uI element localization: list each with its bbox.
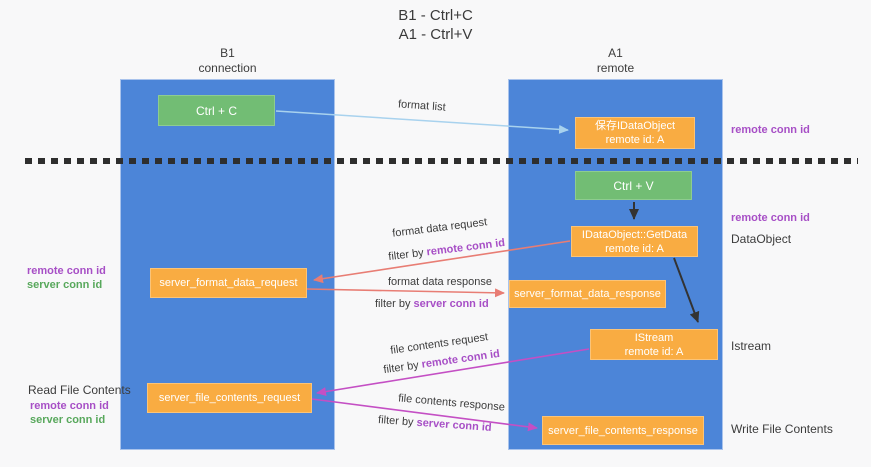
node-save-idataobject-line2: remote id: A <box>605 134 665 146</box>
node-server-file-contents-request-label: server_file_contents_request <box>158 392 301 404</box>
node-server-file-contents-response: server_file_contents_response <box>542 416 704 445</box>
filter-by-text: filter by <box>377 414 417 429</box>
label-format-data-response: format data response <box>388 276 492 288</box>
remote-conn-id-text: remote conn id <box>30 400 109 412</box>
annotation-istream: Istream <box>731 339 772 353</box>
remote-conn-id-text: remote conn id <box>420 347 501 371</box>
node-idataobject-getdata: IDataObject::GetData remote id: A <box>571 226 698 257</box>
remote-conn-id-text: remote conn id <box>27 265 106 277</box>
node-ctrl-c: Ctrl + C <box>158 95 275 126</box>
label-file-contents-response: file contents response <box>397 392 506 414</box>
node-server-format-data-request: server_format_data_request <box>150 268 307 298</box>
label-filter-server-format: filter by server conn id <box>375 298 489 310</box>
arrow-format-data-response <box>306 288 505 298</box>
node-ctrl-v-label: Ctrl + V <box>613 178 654 193</box>
label-filter-server-file: filter by server conn id <box>378 414 492 434</box>
node-istream-line1: IStream <box>634 331 674 344</box>
node-server-format-data-response-label: server_format_data_response <box>514 288 661 300</box>
node-server-file-contents-request: server_file_contents_request <box>147 383 312 413</box>
node-getdata-line1: IDataObject::GetData <box>581 228 688 241</box>
column-header-b1: B1 connection <box>120 46 335 76</box>
title-line-1: B1 - Ctrl+C <box>398 7 473 24</box>
annotation-conn-ids-file: remote conn id server conn id <box>30 399 109 427</box>
remote-conn-id-text: remote conn id <box>425 236 506 259</box>
label-format-list: format list <box>397 98 447 114</box>
node-server-file-contents-response-label: server_file_contents_response <box>548 424 698 437</box>
node-server-format-data-response: server_format_data_response <box>509 280 666 308</box>
title-line-2: A1 - Ctrl+V <box>398 26 473 43</box>
annotation-remote-conn-id-top: remote conn id <box>731 124 810 136</box>
server-conn-id-text: server conn id <box>413 298 489 310</box>
column-a1-name: A1 <box>608 46 623 60</box>
node-ctrl-c-label: Ctrl + C <box>195 103 237 118</box>
column-b1-name: B1 <box>220 46 235 60</box>
column-b1-role: connection <box>198 61 257 75</box>
server-conn-id-text: server conn id <box>30 414 106 426</box>
node-istream: IStream remote id: A <box>590 329 718 360</box>
annotation-dataobject: DataObject <box>731 232 792 246</box>
column-header-a1: A1 remote <box>508 46 723 76</box>
filter-by-text: filter by <box>375 298 414 310</box>
filter-by-text: filter by <box>387 246 428 264</box>
server-conn-id-text: server conn id <box>27 279 103 291</box>
label-filter-remote-format: filter by remote conn id <box>388 237 506 263</box>
column-a1-role: remote <box>596 61 635 75</box>
node-server-format-data-request-label: server_format_data_request <box>159 277 298 289</box>
node-ctrl-v: Ctrl + V <box>575 171 692 200</box>
node-istream-line2: remote id: A <box>624 345 684 358</box>
node-getdata-line2: remote id: A <box>605 242 664 255</box>
filter-by-text: filter by <box>382 358 423 377</box>
server-conn-id-text: server conn id <box>416 416 492 434</box>
diagram-title: B1 - Ctrl+C A1 - Ctrl+V <box>0 6 871 44</box>
session-divider-dashed-line <box>25 158 858 164</box>
node-save-idataobject: 保存IDataObject remote id: A <box>575 117 695 149</box>
label-format-data-request: format data request <box>391 216 488 240</box>
node-save-idataobject-line1: 保存IDataObject <box>594 120 676 132</box>
annotation-read-file-contents: Read File Contents <box>28 383 131 397</box>
annotation-conn-ids-format: remote conn id server conn id <box>27 264 106 292</box>
annotation-remote-conn-id-mid: remote conn id <box>731 212 810 224</box>
annotation-write-file-contents: Write File Contents <box>731 422 833 436</box>
